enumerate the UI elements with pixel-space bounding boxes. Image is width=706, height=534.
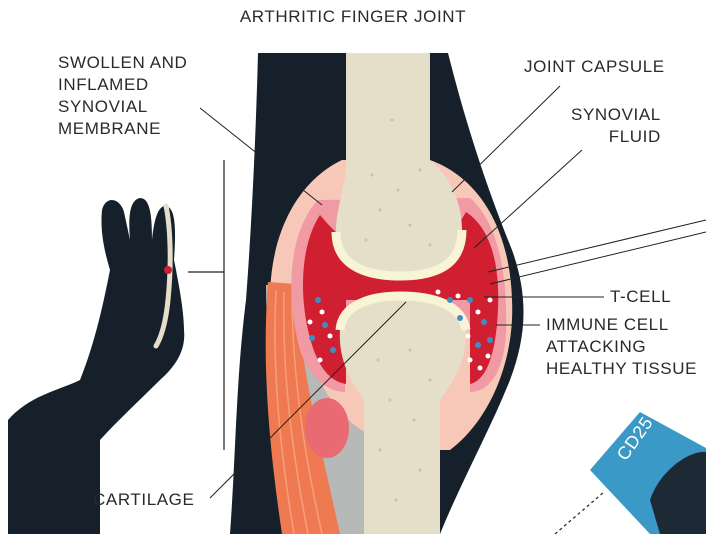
inflamed-lesion xyxy=(305,398,349,458)
label-t-cell: T-CELL xyxy=(610,286,671,308)
label-line: SYNOVIAL xyxy=(571,104,661,126)
label-line: HEALTHY TISSUE xyxy=(546,358,697,380)
label-line: SWOLLEN AND xyxy=(58,52,187,74)
label-joint-capsule: JOINT CAPSULE xyxy=(524,56,665,78)
hand-icon xyxy=(8,198,184,534)
diagram-title: ARTHRITIC FINGER JOINT xyxy=(0,6,706,28)
label-line: MEMBRANE xyxy=(58,118,187,140)
label-synovial-fluid: SYNOVIAL FLUID xyxy=(571,104,661,148)
label-line: ATTACKING xyxy=(546,336,697,358)
label-cartilage: CARTILAGE xyxy=(93,489,194,511)
label-immune-cell: IMMUNE CELL ATTACKING HEALTHY TISSUE xyxy=(546,314,697,380)
label-line: IMMUNE CELL xyxy=(546,314,697,336)
label-line: SYNOVIAL xyxy=(58,96,187,118)
label-line: FLUID xyxy=(571,126,661,148)
label-swollen-synovial-membrane: SWOLLEN AND INFLAMED SYNOVIAL MEMBRANE xyxy=(58,52,187,140)
bracket xyxy=(188,160,224,450)
label-line: INFLAMED xyxy=(58,74,187,96)
